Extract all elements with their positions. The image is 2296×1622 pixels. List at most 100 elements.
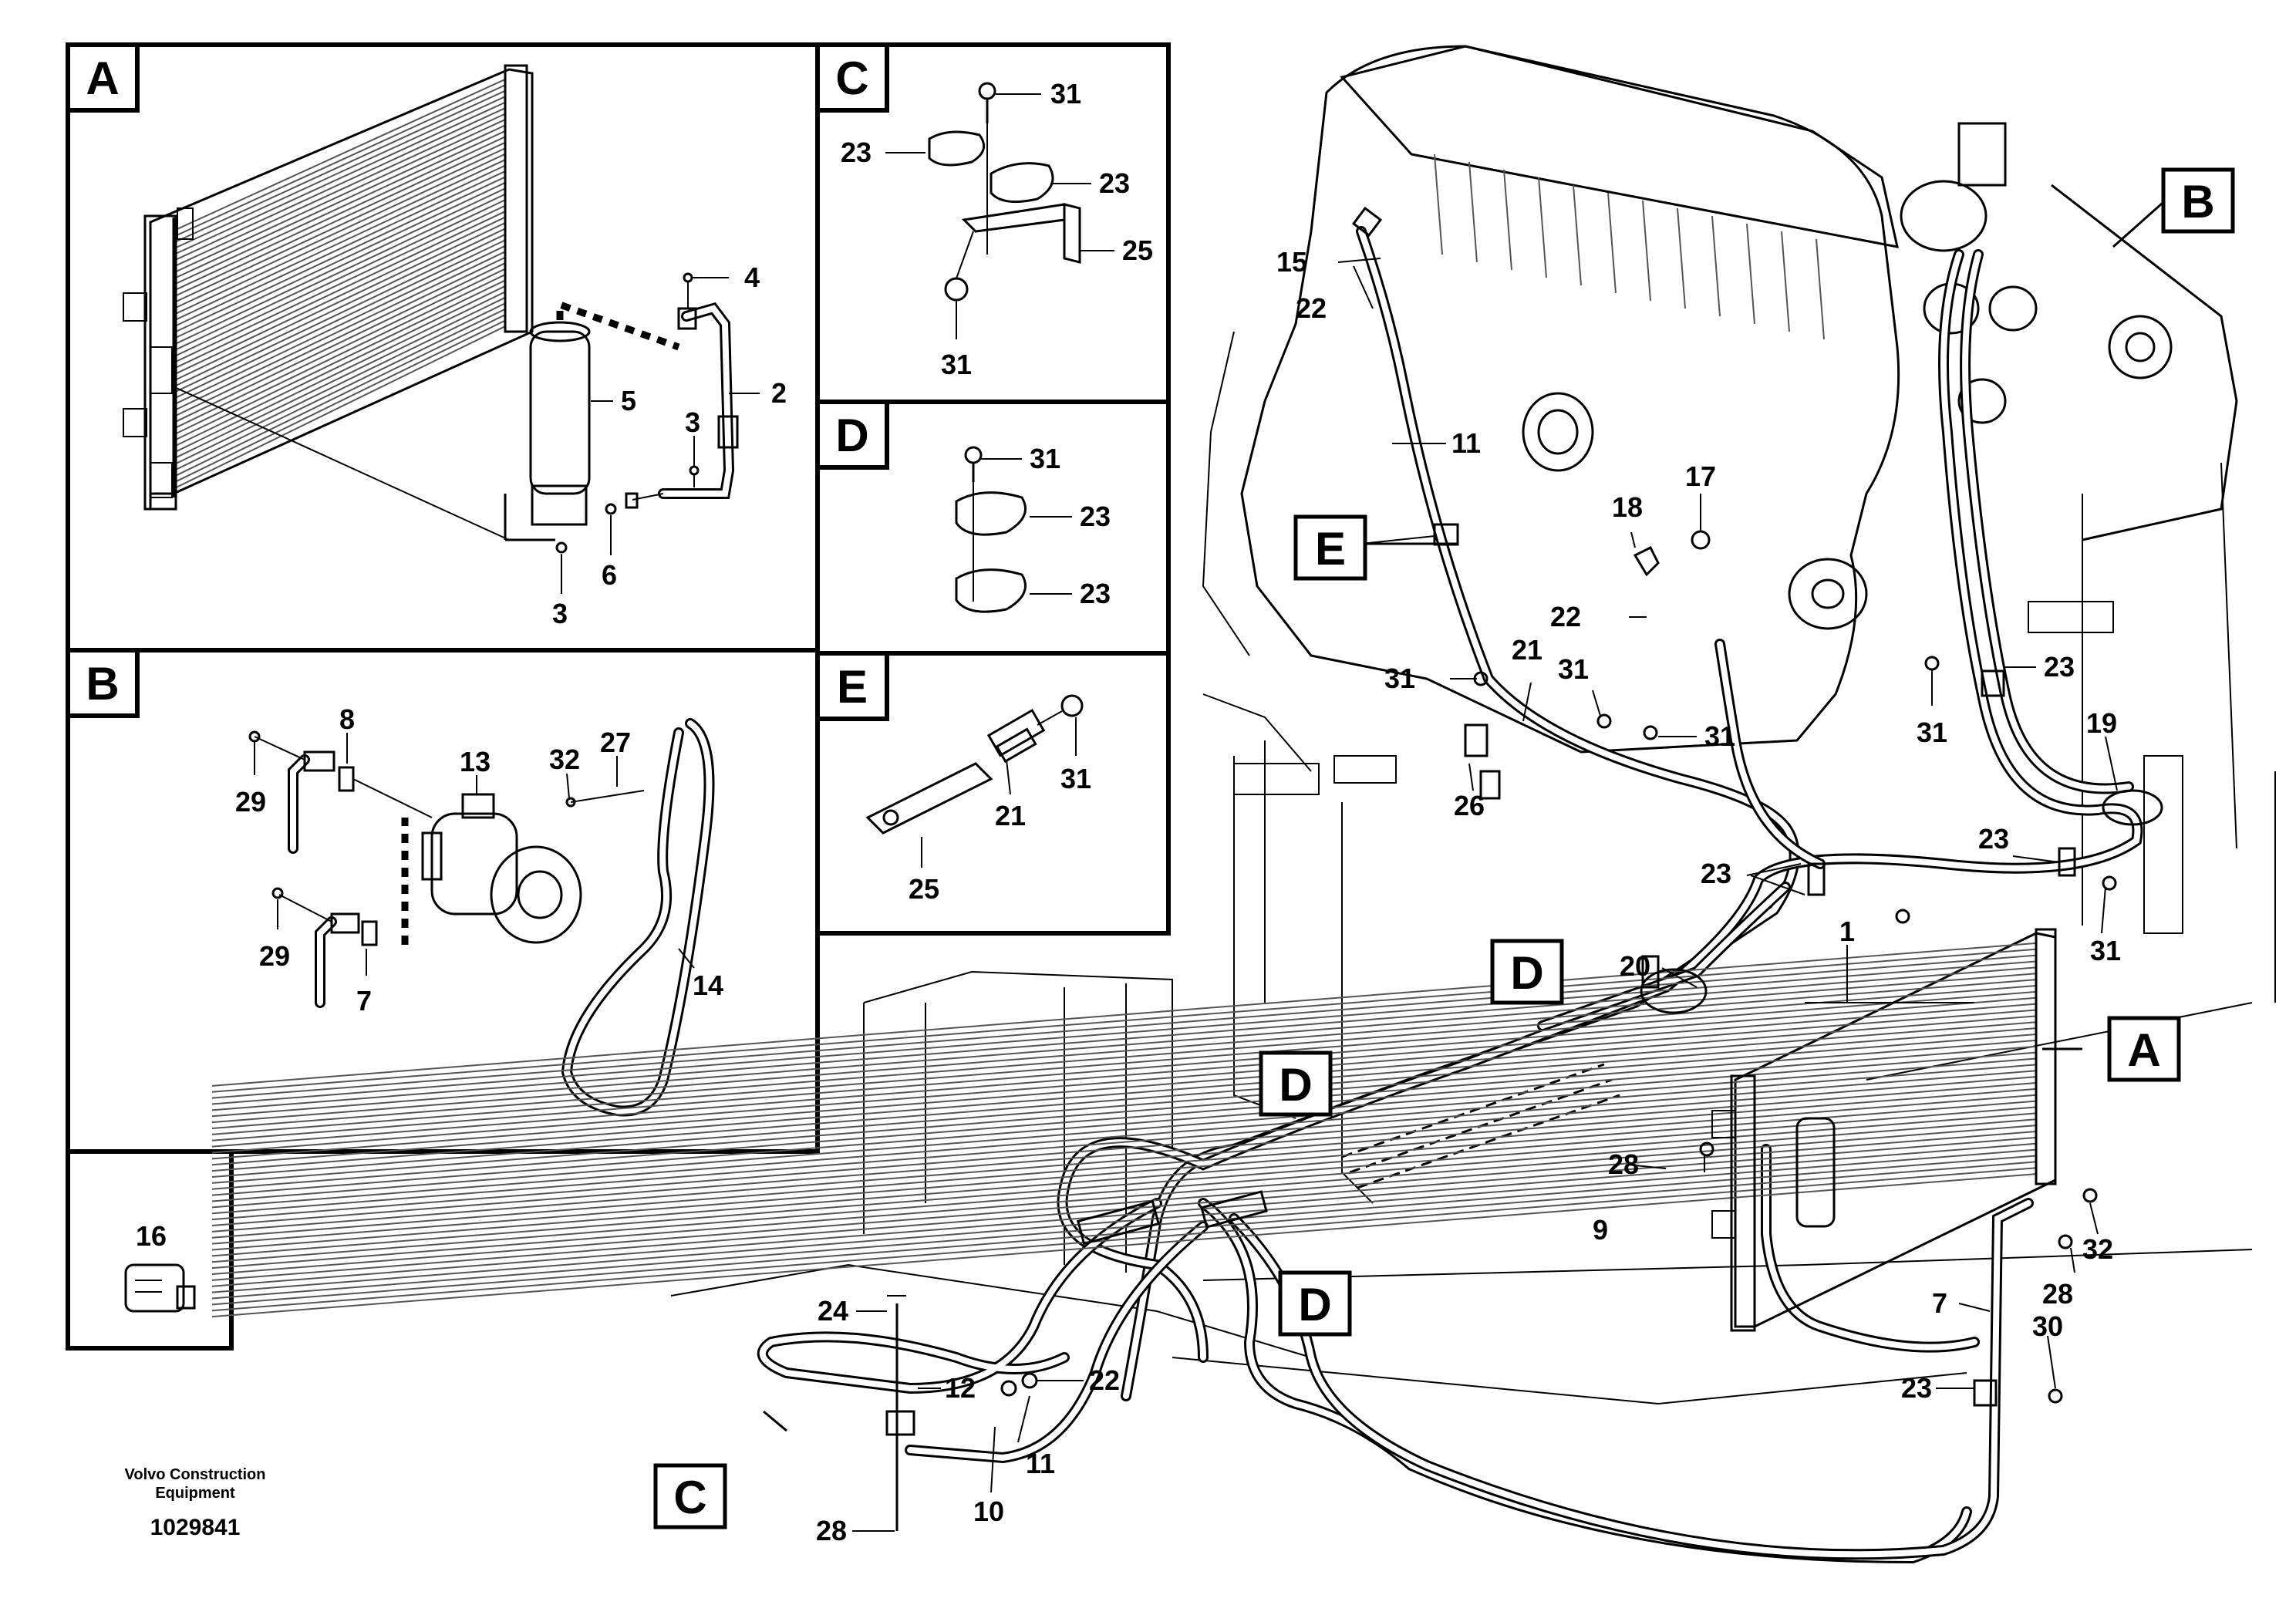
panel-e-drawing: 31 21 25 xyxy=(865,694,1091,905)
callout-14: 14 xyxy=(693,969,723,1001)
callout-13: 13 xyxy=(460,746,491,777)
tag-d-lower: D xyxy=(1298,1279,1331,1330)
callout-23-d-top: 23 xyxy=(1080,501,1111,532)
callout-11-top: 11 xyxy=(1451,427,1481,459)
drawing-number: 1029841 xyxy=(150,1515,241,1540)
panel-e-frame xyxy=(815,651,1171,936)
callout-5: 5 xyxy=(621,385,636,416)
callout-15: 15 xyxy=(1276,246,1307,278)
callout-31-d: 31 xyxy=(1030,443,1060,474)
panel-small-drawing: 16 xyxy=(124,1220,196,1313)
callout-28-condenser: 28 xyxy=(1608,1148,1639,1180)
dashed-link-a xyxy=(556,299,680,351)
engine-illustration xyxy=(1202,45,2238,772)
main-callout-tags: B E D D D A C xyxy=(653,167,2235,1529)
callout-3-top: 3 xyxy=(685,406,700,438)
panel-c-frame xyxy=(815,42,1171,404)
panel-e-letter: E xyxy=(837,661,868,713)
callout-24: 24 xyxy=(818,1295,848,1327)
callout-19: 19 xyxy=(2086,707,2117,739)
tag-d-middle: D xyxy=(1279,1059,1312,1111)
tag-d-upper-frame xyxy=(1490,939,1564,1005)
callout-17: 17 xyxy=(1685,460,1716,492)
leader-lines-a xyxy=(561,277,760,594)
compressor-illustration xyxy=(421,793,582,944)
callout-10: 10 xyxy=(973,1496,1004,1527)
clamps-main xyxy=(1076,523,2163,1407)
callout-23-d-bottom: 23 xyxy=(1080,578,1111,609)
callout-4: 4 xyxy=(744,261,760,293)
callout-31-left: 31 xyxy=(1384,663,1415,694)
callout-29-top: 29 xyxy=(235,786,266,818)
tag-d-upper: D xyxy=(1510,947,1543,999)
callout-31-c-top: 31 xyxy=(1050,78,1081,110)
callout-12: 12 xyxy=(945,1372,976,1404)
callout-7-b: 7 xyxy=(356,985,372,1017)
inset-frames xyxy=(66,42,1171,1351)
hose-fittings-b xyxy=(288,750,378,1008)
tag-e: E xyxy=(1315,523,1346,575)
tag-c: C xyxy=(673,1472,706,1523)
hose-runs xyxy=(757,226,2143,1564)
tag-d-lower-frame xyxy=(1278,1270,1352,1337)
panel-b-letter: B xyxy=(86,658,119,710)
callout-3-bottom: 3 xyxy=(552,598,568,629)
company-name-line2: Equipment xyxy=(155,1485,235,1502)
callout-21-e: 21 xyxy=(995,800,1026,831)
callout-31-c-bottom: 31 xyxy=(941,349,972,380)
callout-9: 9 xyxy=(1593,1214,1608,1246)
drier-pipe xyxy=(625,302,739,509)
callout-23-c-right: 23 xyxy=(1099,167,1130,199)
callout-23-right: 23 xyxy=(1978,823,2009,855)
callout-23-left: 23 xyxy=(1701,858,1731,889)
fittings-main xyxy=(885,206,2117,1531)
drive-belt xyxy=(561,718,715,1117)
callout-31-far-right: 31 xyxy=(2090,935,2121,966)
tag-a-frame xyxy=(2107,1016,2181,1082)
callout-25-c: 25 xyxy=(1122,234,1153,266)
callout-25-e: 25 xyxy=(909,873,939,905)
tag-c-frame xyxy=(653,1463,727,1529)
callout-1: 1 xyxy=(1839,916,1855,947)
callout-31-e: 31 xyxy=(1060,763,1091,794)
receiver-drier xyxy=(504,321,591,541)
callout-7-main: 7 xyxy=(1932,1287,1947,1319)
leader-lines-b xyxy=(254,733,695,976)
panel-b-drawing: 8 13 32 27 29 29 7 14 xyxy=(235,703,723,1117)
callout-23-engine: 23 xyxy=(2044,651,2075,683)
callout-20: 20 xyxy=(1620,950,1650,982)
callout-28-bottom: 28 xyxy=(816,1515,847,1546)
condenser-illustration xyxy=(123,64,534,541)
callout-11-bottom: 11 xyxy=(1026,1448,1055,1479)
panel-a-drawing: 4 5 2 3 6 3 xyxy=(123,64,787,629)
callout-22-bottom: 22 xyxy=(1089,1364,1120,1396)
company-name-line1: Volvo Construction xyxy=(125,1466,266,1483)
tag-d-middle-frame xyxy=(1259,1050,1333,1117)
callout-6: 6 xyxy=(602,559,617,591)
callout-29-bottom: 29 xyxy=(259,940,290,972)
panel-b-frame xyxy=(66,648,820,1154)
callout-22-top: 22 xyxy=(1296,292,1327,324)
callout-28-right: 28 xyxy=(2042,1278,2073,1310)
callout-22-mid: 22 xyxy=(1550,601,1581,632)
callout-23-c-left: 23 xyxy=(841,137,872,168)
panel-c-drawing: 31 23 23 25 31 xyxy=(841,78,1153,380)
tag-a: A xyxy=(2127,1024,2160,1076)
panel-a-letter: A xyxy=(86,52,119,104)
main-callout-numbers: 15 22 11 18 17 22 31 21 31 31 26 23 31 1… xyxy=(816,246,2121,1546)
callout-32: 32 xyxy=(549,744,580,775)
panel-c-letter: C xyxy=(835,52,868,104)
tag-b-frame xyxy=(2161,167,2235,234)
condenser-main xyxy=(211,928,2057,1332)
callout-32-main: 32 xyxy=(2082,1233,2113,1265)
callout-31-right: 31 xyxy=(1704,720,1735,752)
callout-26: 26 xyxy=(1454,790,1485,821)
tag-b: B xyxy=(2181,176,2214,228)
callout-30: 30 xyxy=(2032,1310,2063,1342)
main-leader-lines xyxy=(763,184,2183,1532)
panel-small-frame xyxy=(66,1149,234,1351)
callout-23-bottom: 23 xyxy=(1901,1372,1932,1404)
callout-27: 27 xyxy=(600,727,631,758)
tag-e-frame xyxy=(1293,514,1367,581)
